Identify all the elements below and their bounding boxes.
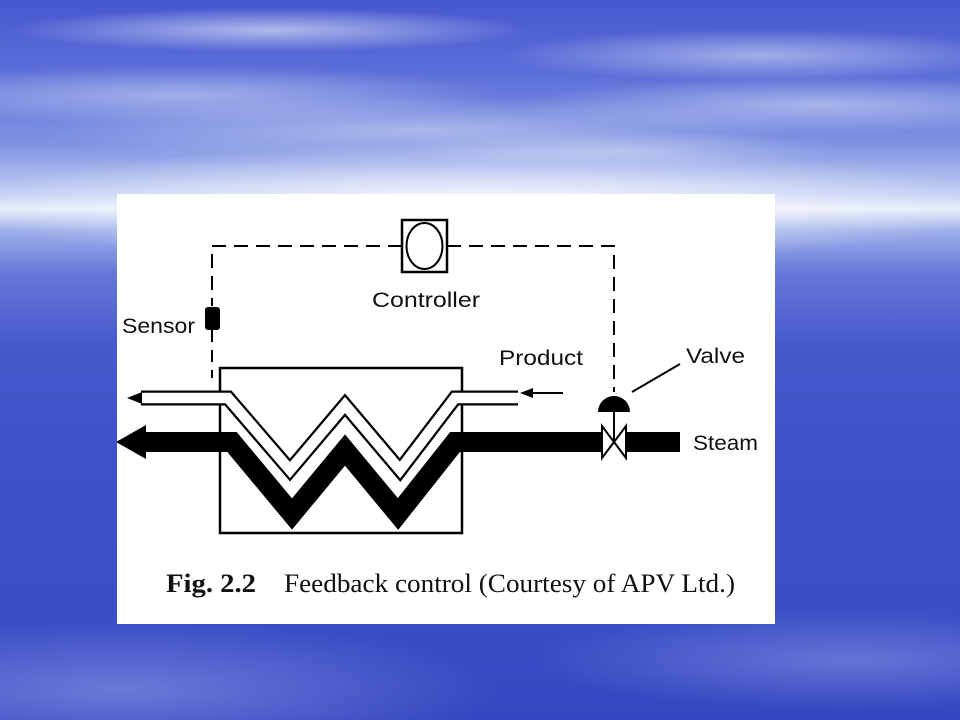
steam-label: Steam: [693, 432, 758, 455]
signal-line-sensor-to-controller: [211, 245, 402, 306]
valve-label: Valve: [686, 345, 745, 368]
controller-symbol: [400, 218, 449, 274]
figure-caption-text: Feedback control (Courtesy of APV Ltd.): [284, 569, 735, 598]
steam-line: [145, 432, 601, 530]
product-outlet-arrow: [127, 392, 142, 404]
product-inlet-arrowhead: [520, 388, 533, 398]
feedback-control-figure: Controller Sensor Product Steam: [117, 194, 775, 624]
product-tube-channel: [139, 392, 520, 479]
sensor-symbol: [205, 307, 220, 330]
steam-outlet-arrow: [117, 425, 146, 459]
control-valve: [598, 396, 630, 461]
controller-dial: [405, 222, 444, 270]
sensor-label: Sensor: [122, 315, 195, 338]
figure-caption-number: Fig. 2.2: [166, 569, 256, 598]
feedback-control-diagram: Controller Sensor Product Steam: [117, 218, 758, 598]
controller-box: [400, 218, 449, 274]
product-label: Product: [499, 347, 583, 370]
valve-body-right: [612, 423, 627, 461]
valve-actuator-dome: [598, 396, 630, 412]
controller-label: Controller: [372, 289, 480, 312]
valve-label-leader: [631, 363, 681, 393]
valve-body-left: [601, 423, 616, 461]
signal-line-controller-to-valve: [447, 245, 615, 392]
